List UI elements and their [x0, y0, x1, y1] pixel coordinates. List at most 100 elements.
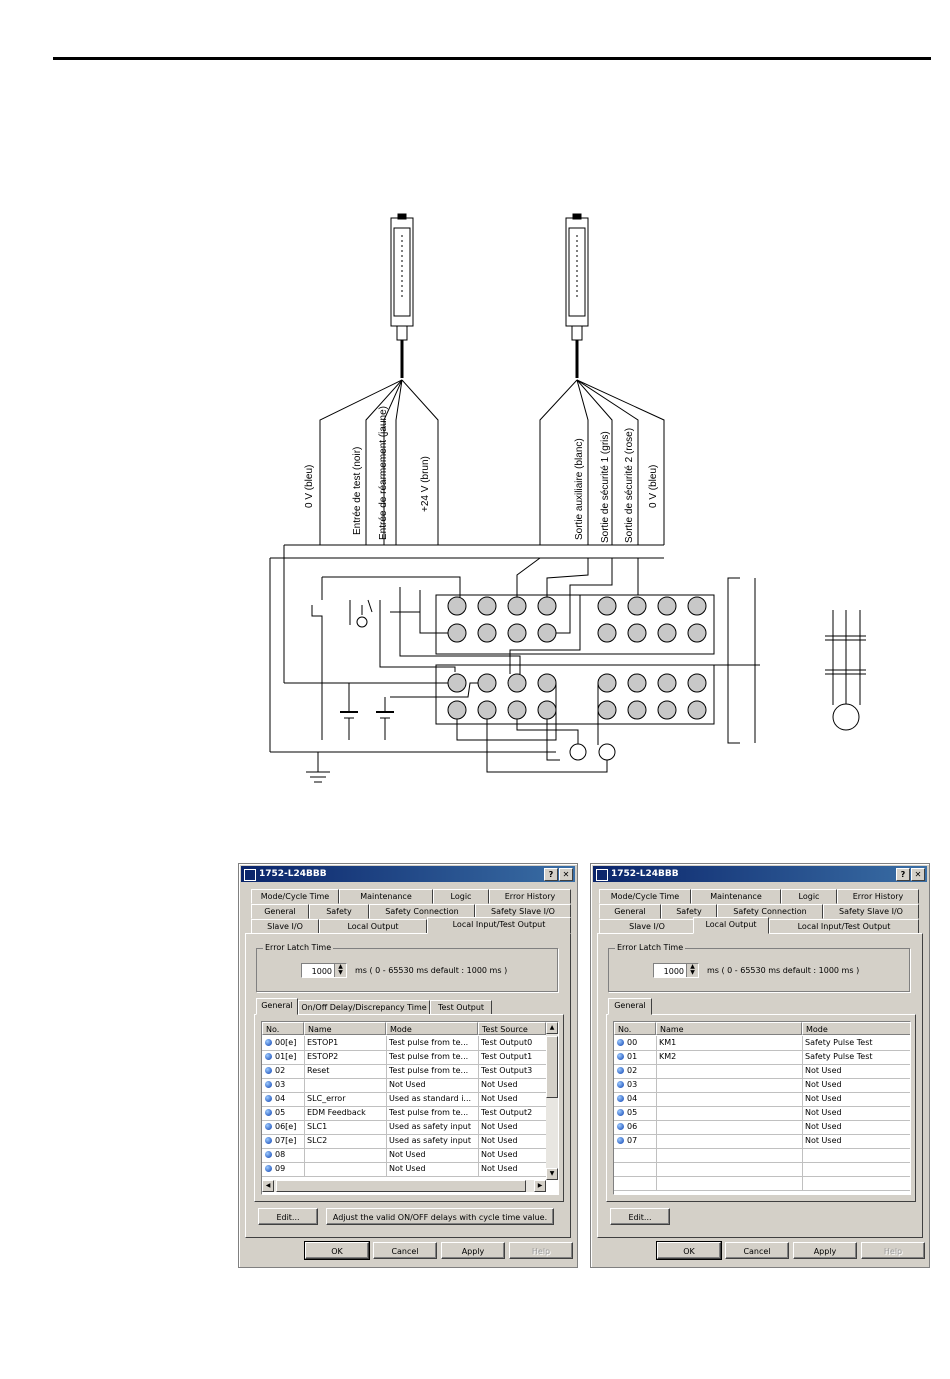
error-latch-spinbox[interactable]: 1000 ▲▼	[653, 963, 699, 978]
table-cell[interactable]	[304, 1078, 386, 1092]
table-cell[interactable]: Test pulse from te...	[386, 1106, 478, 1120]
table-cell[interactable]: KM1	[656, 1036, 802, 1050]
close-icon[interactable]: ✕	[559, 868, 573, 881]
col-header-mode[interactable]: Mode	[802, 1022, 910, 1035]
table-cell[interactable]: Test Output1	[478, 1050, 546, 1064]
tab-local-output[interactable]: Local Output	[319, 919, 427, 934]
edit-button[interactable]: Edit...	[258, 1208, 318, 1225]
table-cell[interactable]	[656, 1078, 802, 1092]
table-cell[interactable]: Not Used	[478, 1078, 546, 1092]
spin-arrows-icon[interactable]: ▲▼	[334, 964, 346, 977]
tab-error-history[interactable]: Error History	[837, 889, 919, 904]
table-cell[interactable]: Test Output3	[478, 1064, 546, 1078]
tab-slave-io[interactable]: Slave I/O	[599, 919, 695, 934]
edit-button[interactable]: Edit...	[610, 1208, 670, 1225]
help-icon[interactable]: ?	[896, 868, 910, 881]
row-number-cell[interactable]: 05	[614, 1106, 656, 1120]
table-cell[interactable]	[304, 1148, 386, 1162]
row-number-cell[interactable]: 06[e]	[262, 1120, 304, 1134]
table-cell[interactable]: ESTOP2	[304, 1050, 386, 1064]
table-cell[interactable]: Not Used	[478, 1120, 546, 1134]
adjust-delays-button[interactable]: Adjust the valid ON/OFF delays with cycl…	[326, 1208, 554, 1225]
table-cell[interactable]	[656, 1092, 802, 1106]
table-cell[interactable]: Used as safety input	[386, 1134, 478, 1148]
row-number-cell[interactable]: 04	[614, 1092, 656, 1106]
row-number-cell[interactable]: 02	[262, 1064, 304, 1078]
col-header-no[interactable]: No.	[614, 1022, 656, 1035]
table-cell[interactable]	[656, 1064, 802, 1078]
table-cell[interactable]	[656, 1106, 802, 1120]
table-cell[interactable]	[304, 1162, 386, 1176]
row-number-cell[interactable]: 03	[614, 1078, 656, 1092]
row-number-cell[interactable]: 01[e]	[262, 1050, 304, 1064]
scroll-right-icon[interactable]: ▶	[534, 1180, 546, 1192]
table-cell[interactable]: Not Used	[478, 1162, 546, 1176]
ok-button[interactable]: OK	[656, 1241, 722, 1260]
tab-general[interactable]: General	[599, 904, 661, 919]
row-number-cell[interactable]: 05	[262, 1106, 304, 1120]
row-number-cell[interactable]: 08	[262, 1148, 304, 1162]
table-cell[interactable]	[656, 1134, 802, 1148]
row-number-cell[interactable]: 00[e]	[262, 1036, 304, 1050]
table-cell[interactable]: SLC2	[304, 1134, 386, 1148]
tab-safety-slave-io[interactable]: Safety Slave I/O	[823, 904, 919, 919]
table-cell[interactable]: Test pulse from te...	[386, 1050, 478, 1064]
subtab-general[interactable]: General	[608, 998, 652, 1015]
tab-safety-slave-io[interactable]: Safety Slave I/O	[475, 904, 571, 919]
horizontal-scrollbar[interactable]: ◀ ▶	[262, 1180, 546, 1192]
table-cell[interactable]: Safety Pulse Test	[802, 1036, 910, 1050]
tab-safety[interactable]: Safety	[661, 904, 717, 919]
table-cell[interactable]: Not Used	[802, 1106, 910, 1120]
table-cell[interactable]	[656, 1120, 802, 1134]
scroll-down-icon[interactable]: ▼	[546, 1168, 558, 1180]
row-number-cell[interactable]: 03	[262, 1078, 304, 1092]
table-cell[interactable]: Not Used	[802, 1120, 910, 1134]
help-button[interactable]: Help	[509, 1242, 573, 1259]
help-icon[interactable]: ?	[544, 868, 558, 881]
row-number-cell[interactable]: 04	[262, 1092, 304, 1106]
spin-arrows-icon[interactable]: ▲▼	[686, 964, 698, 977]
table-cell[interactable]: Used as safety input	[386, 1120, 478, 1134]
col-header-mode[interactable]: Mode	[386, 1022, 478, 1035]
tab-mode-cycle-time[interactable]: Mode/Cycle Time	[251, 889, 339, 904]
row-number-cell[interactable]: 00	[614, 1036, 656, 1050]
title-bar[interactable]: 1752-L24BBB ? ✕	[241, 866, 575, 882]
ok-button[interactable]: OK	[304, 1241, 370, 1260]
table-cell[interactable]: Not Used	[386, 1148, 478, 1162]
scroll-thumb[interactable]	[546, 1036, 558, 1098]
row-number-cell[interactable]: 09	[262, 1162, 304, 1176]
row-number-cell[interactable]: 02	[614, 1064, 656, 1078]
table-cell[interactable]: ESTOP1	[304, 1036, 386, 1050]
table-cell[interactable]: Not Used	[478, 1134, 546, 1148]
cancel-button[interactable]: Cancel	[373, 1242, 437, 1259]
table-cell[interactable]: SLC_error	[304, 1092, 386, 1106]
table-cell[interactable]: Not Used	[478, 1092, 546, 1106]
table-cell[interactable]: Test pulse from te...	[386, 1064, 478, 1078]
subtab-test-output[interactable]: Test Output	[430, 1000, 492, 1015]
table-cell[interactable]: Not Used	[802, 1134, 910, 1148]
table-cell[interactable]: Reset	[304, 1064, 386, 1078]
table-cell[interactable]: Test pulse from te...	[386, 1036, 478, 1050]
tab-local-output[interactable]: Local Output	[693, 917, 769, 934]
table-cell[interactable]: Safety Pulse Test	[802, 1050, 910, 1064]
tab-safety[interactable]: Safety	[309, 904, 369, 919]
table-cell[interactable]: Not Used	[802, 1064, 910, 1078]
tab-mode-cycle-time[interactable]: Mode/Cycle Time	[599, 889, 691, 904]
row-number-cell[interactable]: 06	[614, 1120, 656, 1134]
tab-safety-connection[interactable]: Safety Connection	[717, 904, 823, 919]
vertical-scrollbar[interactable]: ▲ ▼	[546, 1022, 558, 1180]
tab-general[interactable]: General	[251, 904, 309, 919]
table-cell[interactable]: Not Used	[386, 1162, 478, 1176]
tab-logic[interactable]: Logic	[433, 889, 489, 904]
row-number-cell[interactable]: 07	[614, 1134, 656, 1148]
table-cell[interactable]: Test Output0	[478, 1036, 546, 1050]
tab-error-history[interactable]: Error History	[489, 889, 571, 904]
hscroll-thumb[interactable]	[276, 1180, 526, 1192]
table-cell[interactable]: SLC1	[304, 1120, 386, 1134]
table-cell[interactable]: Not Used	[802, 1092, 910, 1106]
table-cell[interactable]: Not Used	[802, 1078, 910, 1092]
table-cell[interactable]: Not Used	[478, 1148, 546, 1162]
tab-logic[interactable]: Logic	[781, 889, 837, 904]
